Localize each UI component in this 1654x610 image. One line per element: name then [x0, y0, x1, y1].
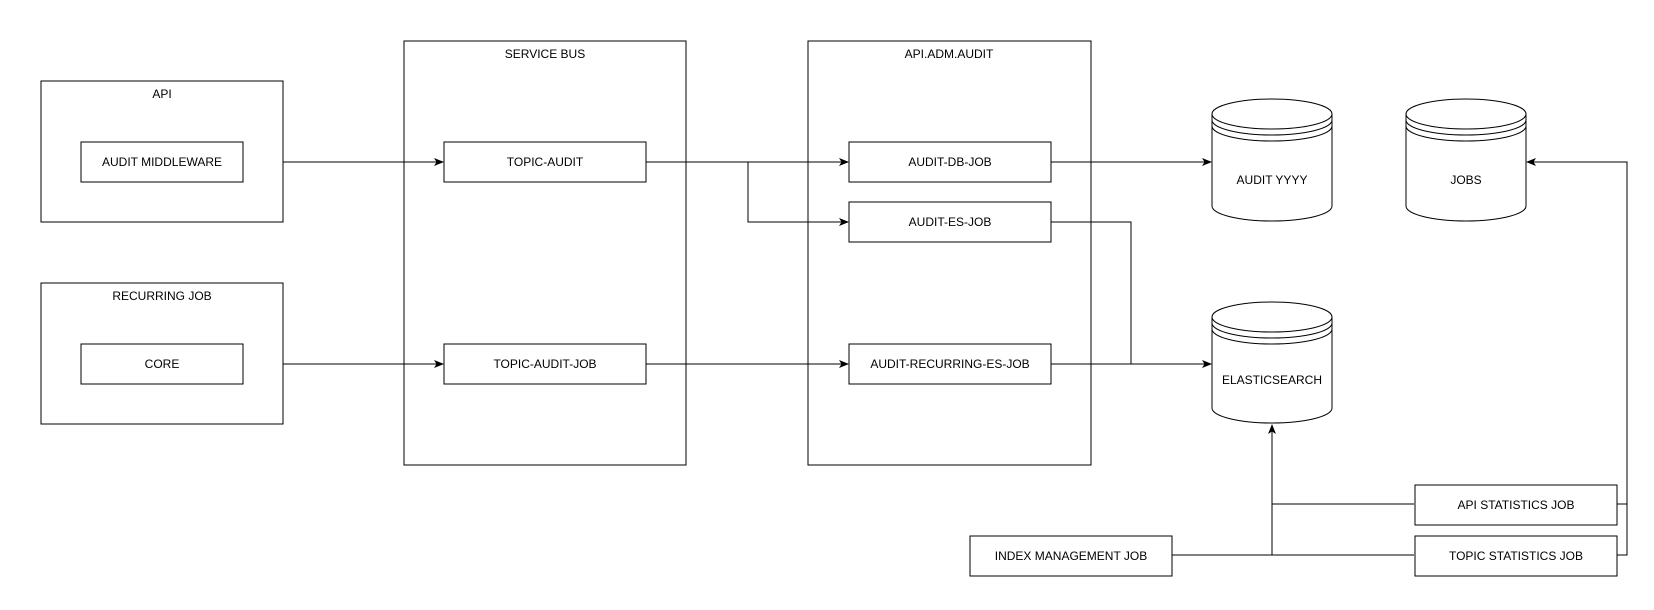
- node-index-management-job-label: INDEX MANAGEMENT JOB: [995, 549, 1147, 563]
- group-service-bus: SERVICE BUS: [403, 40, 687, 466]
- group-api-label: API: [152, 87, 171, 101]
- node-audit-middleware[interactable]: AUDIT MIDDLEWARE: [80, 141, 244, 183]
- database-jobs-label: JOBS: [1450, 173, 1481, 187]
- edge-api-statistics-to-jobs: [1526, 158, 1628, 505]
- database-elasticsearch-label: ELASTICSEARCH: [1222, 373, 1322, 387]
- edge-index-management-to-elasticsearch: [1172, 424, 1276, 556]
- node-audit-recurring-es-job[interactable]: AUDIT-RECURRING-ES-JOB: [848, 343, 1052, 385]
- node-audit-recurring-es-job-label: AUDIT-RECURRING-ES-JOB: [870, 357, 1029, 371]
- node-index-management-job[interactable]: INDEX MANAGEMENT JOB: [969, 535, 1173, 577]
- node-core-label: CORE: [145, 357, 180, 371]
- edge-topic-audit-to-audit-es-job: [747, 162, 849, 226]
- group-api-adm-audit-label: API.ADM.AUDIT: [905, 47, 994, 61]
- node-topic-audit-job[interactable]: TOPIC-AUDIT-JOB: [443, 343, 647, 385]
- node-audit-db-job-label: AUDIT-DB-JOB: [908, 155, 991, 169]
- node-api-statistics-job[interactable]: API STATISTICS JOB: [1414, 484, 1618, 526]
- node-topic-statistics-job[interactable]: TOPIC STATISTICS JOB: [1414, 535, 1618, 577]
- node-audit-middleware-label: AUDIT MIDDLEWARE: [102, 155, 222, 169]
- database-audit-yyyy-label: AUDIT YYYY: [1237, 173, 1308, 187]
- node-topic-audit-job-label: TOPIC-AUDIT-JOB: [493, 357, 596, 371]
- node-audit-es-job[interactable]: AUDIT-ES-JOB: [848, 201, 1052, 243]
- database-elasticsearch[interactable]: ELASTICSEARCH: [1211, 301, 1333, 424]
- edges: [283, 158, 1628, 556]
- database-audit-yyyy[interactable]: AUDIT YYYY: [1211, 98, 1333, 222]
- node-audit-es-job-label: AUDIT-ES-JOB: [909, 215, 992, 229]
- edge-audit-es-job-to-elasticsearch: [1051, 221, 1212, 368]
- node-topic-audit-label: TOPIC-AUDIT: [507, 155, 584, 169]
- group-service-bus-label: SERVICE BUS: [505, 47, 585, 61]
- node-api-statistics-job-label: API STATISTICS JOB: [1458, 498, 1575, 512]
- node-audit-db-job[interactable]: AUDIT-DB-JOB: [848, 141, 1052, 183]
- group-recurring-job-label: RECURRING JOB: [112, 289, 211, 303]
- node-core[interactable]: CORE: [80, 343, 244, 385]
- edge-topic-statistics-to-jobs: [1617, 504, 1628, 556]
- node-topic-statistics-job-label: TOPIC STATISTICS JOB: [1449, 549, 1583, 563]
- node-topic-audit[interactable]: TOPIC-AUDIT: [443, 141, 647, 183]
- database-jobs[interactable]: JOBS: [1405, 98, 1527, 222]
- group-api-adm-audit: API.ADM.AUDIT: [807, 40, 1092, 466]
